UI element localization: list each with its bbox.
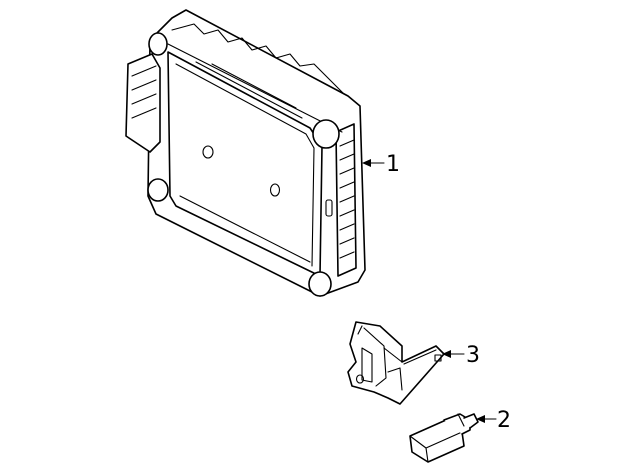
- callout-leader-3: [442, 350, 465, 358]
- callout-leader-2: [476, 415, 497, 423]
- control-module-part: [125, 9, 366, 297]
- bracket-part: [347, 321, 445, 405]
- callout-label-1: 1: [386, 152, 400, 177]
- callout-leader-1: [362, 159, 385, 167]
- callout-label-3: 3: [466, 343, 480, 368]
- callout-label-2: 2: [497, 408, 511, 433]
- sensor-part: [409, 413, 479, 463]
